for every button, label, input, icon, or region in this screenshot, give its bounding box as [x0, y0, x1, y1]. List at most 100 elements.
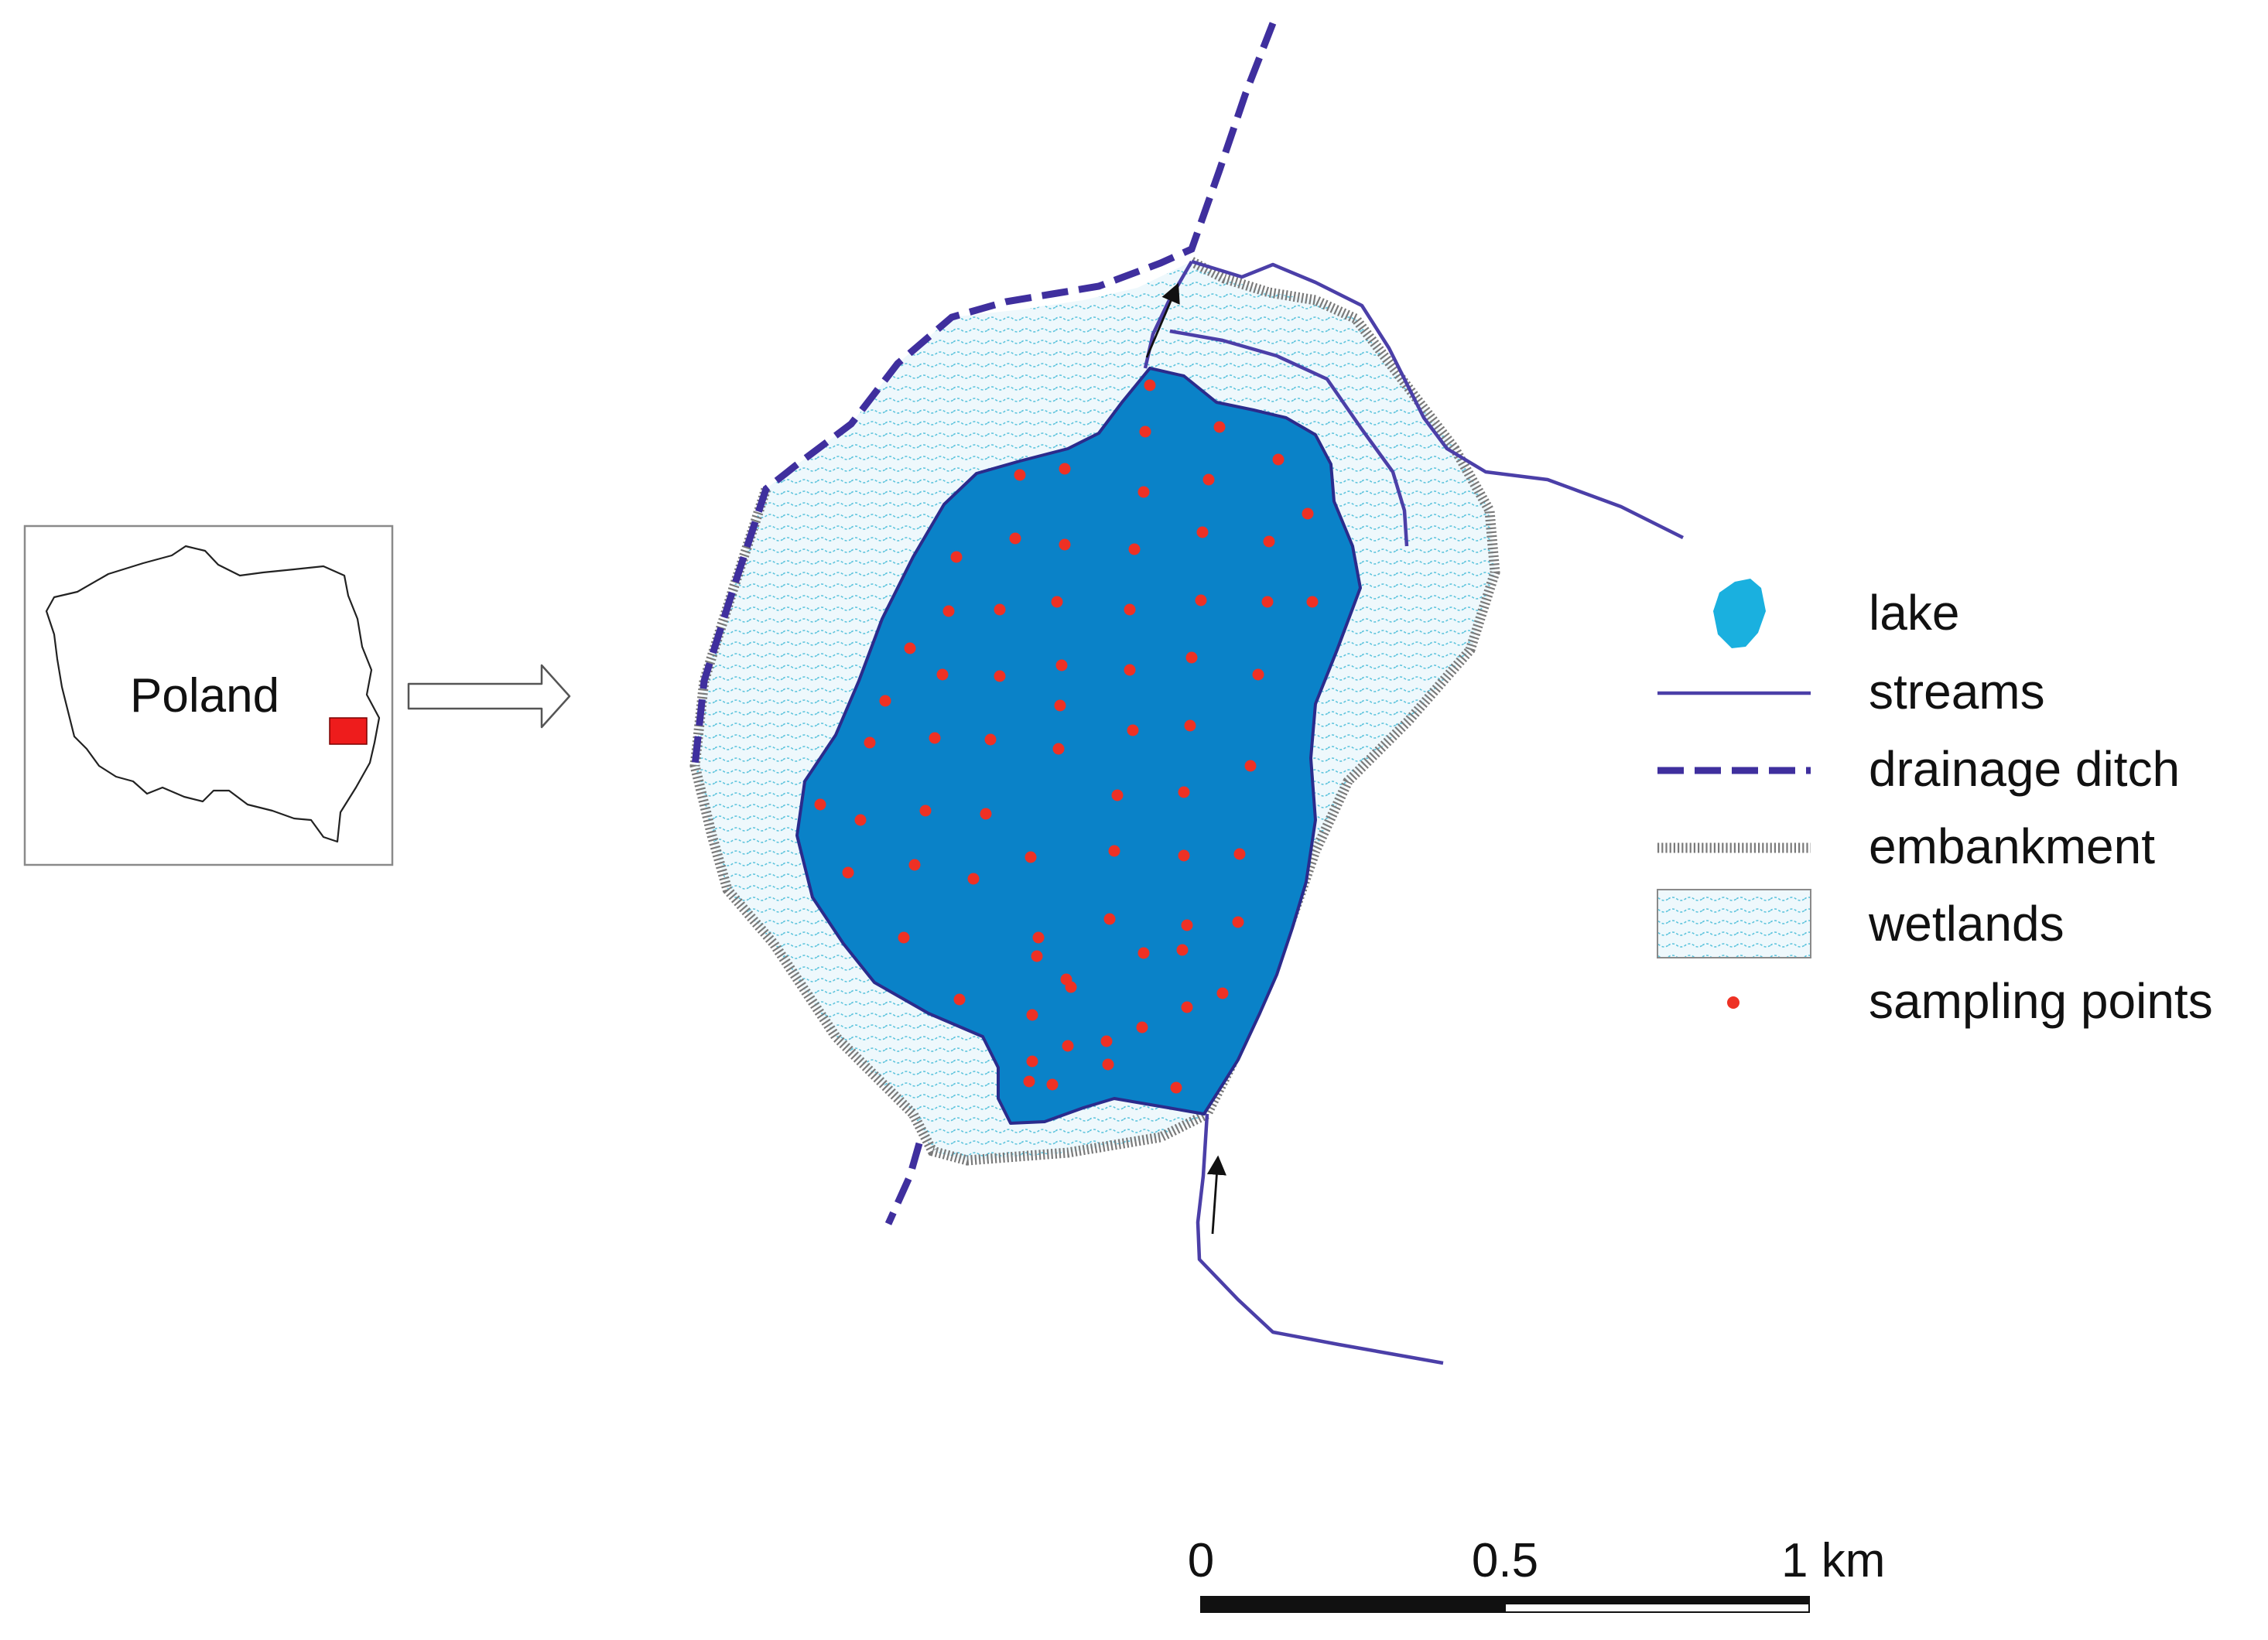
legend-label-drainage-ditch: drainage ditch	[1869, 741, 2180, 797]
sampling-point	[1032, 931, 1045, 944]
legend-label-sampling-points: sampling points	[1869, 973, 2213, 1029]
sampling-point	[1176, 944, 1189, 956]
sampling-point	[980, 808, 992, 820]
sampling-point	[864, 736, 876, 749]
sampling-point	[1136, 1021, 1148, 1034]
stream-northeast-inner	[1169, 329, 1409, 547]
sampling-point	[1216, 987, 1229, 999]
sampling-point	[984, 733, 997, 746]
sampling-point	[1233, 848, 1246, 860]
sampling-point	[898, 931, 910, 944]
sampling-point	[879, 695, 891, 707]
sampling-point	[919, 805, 932, 817]
sampling-point	[936, 668, 949, 681]
study-area-marker	[329, 717, 368, 745]
sampling-point	[842, 866, 854, 879]
sampling-point	[1184, 719, 1196, 732]
main-map	[689, 22, 1685, 1365]
sampling-point	[1195, 594, 1207, 606]
sampling-points	[814, 379, 1319, 1094]
sampling-point	[1124, 603, 1136, 616]
sampling-point	[1178, 849, 1190, 862]
sampling-point	[1124, 664, 1136, 676]
sampling-point	[1051, 596, 1063, 608]
sampling-point	[1127, 724, 1139, 736]
sampling-point	[1137, 486, 1150, 498]
sampling-point	[1054, 699, 1066, 712]
poland-outline	[45, 545, 381, 843]
stream-northeast-outer	[1191, 259, 1685, 540]
sampling-point	[1202, 473, 1215, 486]
sampling-point	[1272, 453, 1285, 466]
sampling-point	[1055, 659, 1068, 671]
sampling-point	[908, 859, 921, 871]
sampling-point	[994, 603, 1006, 616]
sampling-point	[814, 798, 826, 811]
sampling-point	[1306, 596, 1319, 608]
legend-label-wetlands: wetlands	[1868, 896, 2064, 952]
inset-map: Poland	[23, 524, 394, 866]
flow-arrow-north	[1145, 282, 1180, 358]
sampling-point	[1014, 469, 1026, 481]
legend-wetlands-symbol	[1657, 889, 1811, 958]
sampling-point	[1065, 981, 1077, 993]
sampling-point	[1062, 1040, 1074, 1052]
sampling-point	[1185, 651, 1198, 664]
legend-label-embankment: embankment	[1869, 818, 2155, 874]
sampling-point	[967, 873, 980, 885]
sampling-point	[1026, 1009, 1038, 1021]
sampling-point	[1046, 1078, 1059, 1091]
sampling-point	[1111, 789, 1124, 801]
flow-arrow-south	[1206, 1155, 1226, 1235]
sampling-point	[1213, 421, 1226, 433]
scale-bar: 0 0.5 1 km	[1188, 1534, 1885, 1613]
locator-arrow	[407, 664, 571, 729]
sampling-point	[1025, 851, 1037, 863]
sampling-point	[1263, 535, 1275, 548]
scale-tick-0-5: 0.5	[1472, 1534, 1538, 1587]
sampling-point	[1232, 916, 1244, 928]
country-label: Poland	[130, 669, 279, 723]
inset-frame	[23, 524, 394, 866]
legend-sampling-point-symbol	[1727, 996, 1739, 1009]
stream-inflow-south	[1196, 1113, 1444, 1365]
sampling-point	[1102, 1058, 1114, 1071]
sampling-point	[1128, 543, 1141, 555]
legend-lake-symbol	[1713, 579, 1766, 648]
scale-tick-0: 0	[1188, 1534, 1214, 1587]
sampling-point	[1059, 538, 1071, 551]
drainage-ditch-south	[884, 1142, 923, 1225]
sampling-point	[1302, 507, 1314, 520]
sampling-point	[1139, 425, 1151, 438]
sampling-point	[1108, 845, 1120, 857]
scale-bar-segment-1	[1200, 1596, 1506, 1613]
sampling-point	[1023, 1075, 1035, 1088]
sampling-point	[1026, 1055, 1038, 1068]
sampling-point	[1170, 1081, 1182, 1094]
sampling-point	[1252, 668, 1264, 681]
sampling-point	[904, 642, 916, 654]
sampling-point	[1244, 760, 1257, 772]
sampling-point	[1144, 379, 1156, 391]
scale-bar-segment-2-fill	[1505, 1597, 1809, 1604]
sampling-point	[942, 605, 955, 617]
drainage-ditch-north	[691, 22, 1277, 767]
sampling-point	[1052, 743, 1065, 755]
legend-label-lake: lake	[1869, 585, 1959, 641]
sampling-point	[1261, 596, 1274, 608]
sampling-point	[1009, 532, 1021, 545]
sampling-point	[929, 732, 941, 744]
sampling-point	[854, 814, 867, 826]
sampling-point	[1031, 950, 1043, 962]
sampling-point	[1196, 526, 1209, 538]
sampling-point	[1059, 463, 1071, 475]
sampling-point	[1137, 947, 1150, 959]
legend-label-streams: streams	[1869, 664, 2045, 719]
legend: lake streams drainage ditch embankment w…	[1657, 579, 2213, 1029]
sampling-point	[1100, 1035, 1113, 1047]
sampling-point	[953, 993, 966, 1006]
sampling-point	[994, 670, 1006, 682]
scale-tick-1km: 1 km	[1781, 1534, 1885, 1587]
sampling-point	[1181, 919, 1193, 931]
